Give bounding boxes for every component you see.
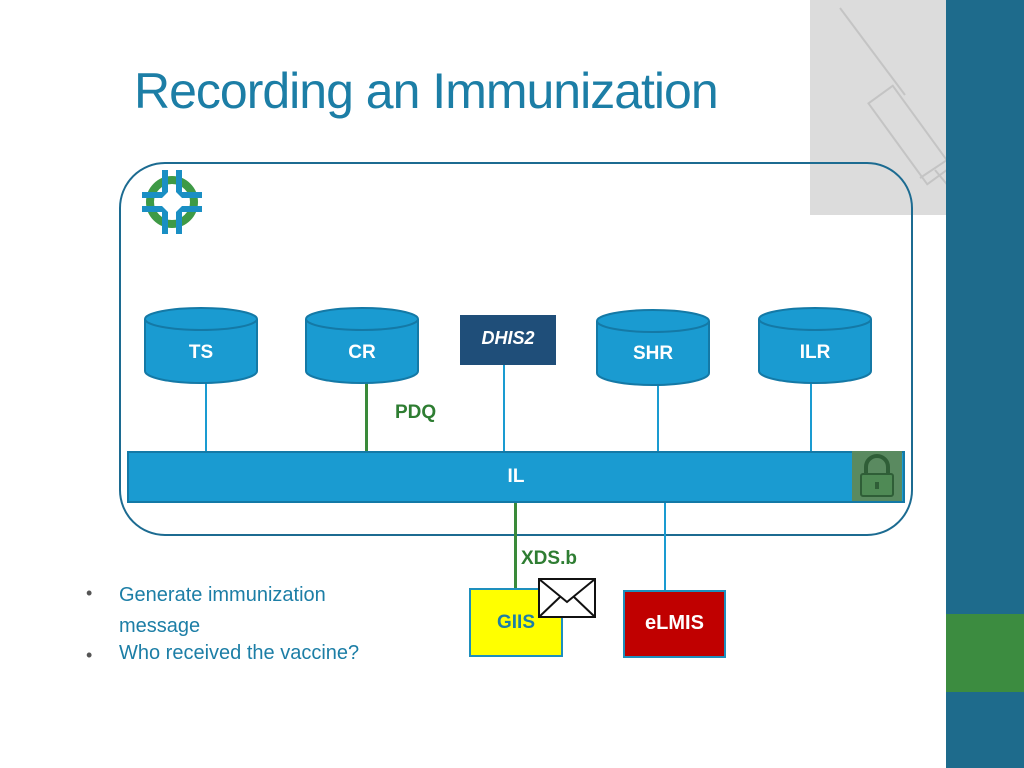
dhis2-logo-text: DHIS2: [481, 328, 535, 348]
openhie-logo-icon: [142, 170, 202, 234]
elmis-label: eLMIS: [645, 612, 704, 634]
elmis-system-box: [623, 590, 726, 658]
cr-registry-cylinder: [305, 307, 419, 384]
ilr-connector: [810, 378, 812, 451]
ilr-label: ILR: [799, 342, 831, 363]
ts-label: TS: [188, 342, 214, 363]
side-green-block: [946, 614, 1024, 692]
shr-label: SHR: [632, 343, 674, 364]
bullet-item-2: Who received the vaccine?: [119, 642, 360, 664]
dhis2-logo: [460, 315, 556, 365]
cr-pdq-connector: [365, 378, 368, 451]
il-label: IL: [507, 466, 525, 487]
bullet-item-1: Generate immunization message: [119, 584, 326, 637]
pdq-protocol-label: PDQ: [395, 402, 437, 423]
giis-xds-connector: [514, 503, 517, 589]
ts-connector: [205, 378, 207, 451]
padlock-icon: [852, 451, 902, 501]
envelope-icon: [538, 578, 596, 618]
bullet-dot: •: [86, 583, 93, 603]
xds-protocol-label: XDS.b: [521, 548, 577, 569]
ts-registry-cylinder: [144, 307, 258, 384]
page-title: Recording an Immunization: [134, 63, 719, 119]
elmis-connector: [664, 503, 666, 590]
cr-label: CR: [348, 342, 376, 363]
ilr-registry-cylinder: [758, 307, 872, 384]
giis-label: GIIS: [496, 612, 535, 633]
interoperability-layer-bar: [127, 451, 905, 503]
bullet-dot: •: [86, 645, 93, 665]
dhis-connector: [503, 365, 505, 451]
shr-connector: [657, 378, 659, 451]
shr-registry-cylinder: [596, 309, 710, 386]
